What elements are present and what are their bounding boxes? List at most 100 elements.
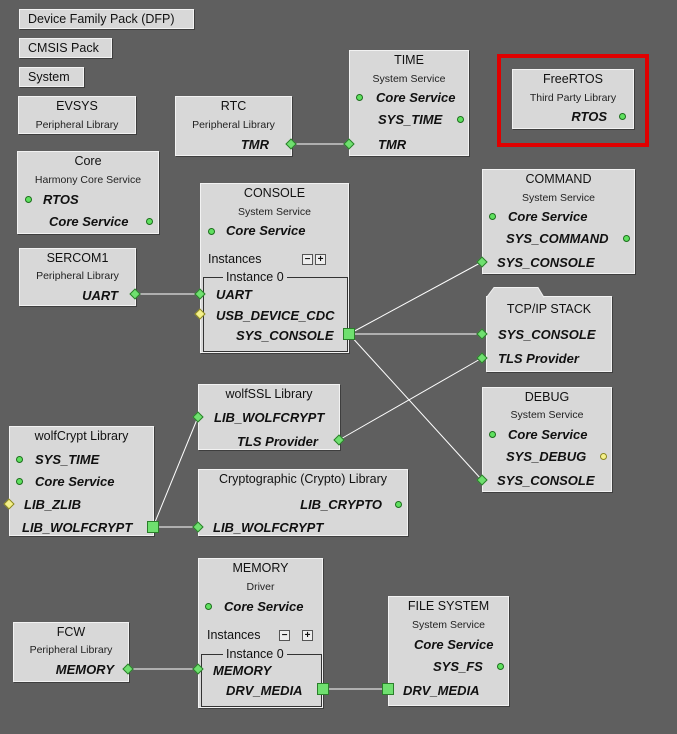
freertos-node[interactable]: FreeRTOS Third Party Library RTOS [512, 69, 634, 129]
node-title: wolfSSL Library [225, 387, 313, 401]
tcpip-stack-node[interactable]: TCP/IP STACK SYS_CONSOLE TLS Provider [486, 296, 612, 372]
node-title: DEBUG [524, 390, 570, 404]
rtos-dot-icon[interactable] [25, 196, 32, 203]
sys-fs-port: SYS_FS [433, 659, 483, 674]
core-service-port: Core Service [376, 90, 456, 105]
node-title: FILE SYSTEM [407, 599, 490, 613]
node-subtitle: Peripheral Library [29, 644, 113, 656]
node-subtitle: Third Party Library [529, 92, 617, 104]
rtos-port: RTOS [571, 109, 607, 124]
node-subtitle: Peripheral Library [36, 270, 119, 282]
lib-wolfcrypt-port: LIB_WOLFCRYPT [22, 520, 133, 535]
node-title: wolfCrypt Library [34, 429, 129, 443]
folder-tab-icon [486, 287, 545, 298]
memory-node[interactable]: MEMORY Driver Core Service Instances − +… [198, 558, 323, 708]
console-node[interactable]: CONSOLE System Service Core Service Inst… [200, 183, 349, 353]
node-title: Cryptographic (Crypto) Library [218, 472, 388, 486]
tmr-port: TMR [378, 137, 407, 152]
cmsis-pack-button[interactable]: CMSIS Pack [19, 38, 112, 58]
core-service-port: Core Service [49, 214, 129, 229]
wolfcrypt-lib-wolfcrypt-connector[interactable] [147, 521, 159, 533]
sys-fs-dot-icon[interactable] [497, 663, 504, 670]
remove-instance-button[interactable]: − [302, 254, 313, 265]
sys-command-port: SYS_COMMAND [506, 231, 609, 246]
node-subtitle: System Service [238, 206, 311, 218]
core-service-port: Core Service [414, 637, 494, 652]
core-service-dot-icon[interactable] [208, 228, 215, 235]
sys-debug-dot-icon[interactable] [600, 453, 607, 460]
dfp-button[interactable]: Device Family Pack (DFP) [19, 9, 194, 29]
node-subtitle: System Service [510, 409, 584, 421]
lib-wolfcrypt-port: LIB_WOLFCRYPT [213, 520, 324, 535]
console-sys-console-connector[interactable] [343, 328, 355, 340]
node-subtitle: System Service [372, 73, 446, 85]
sys-command-dot-icon[interactable] [623, 235, 630, 242]
core-service-dot-icon[interactable] [146, 218, 153, 225]
crypto-node[interactable]: Cryptographic (Crypto) Library LIB_CRYPT… [198, 469, 408, 536]
memory-port: MEMORY [55, 662, 114, 677]
core-service-port: Core Service [226, 223, 306, 238]
node-title: Core [74, 154, 102, 168]
core-service-port: Core Service [224, 599, 304, 614]
core-service-dot-icon[interactable] [489, 213, 496, 220]
sys-console-port: SYS_CONSOLE [497, 473, 595, 488]
sys-console-port: SYS_CONSOLE [236, 328, 334, 343]
node-title: MEMORY [232, 561, 289, 575]
memory-port: MEMORY [213, 663, 272, 678]
add-instance-button[interactable]: + [302, 630, 313, 641]
node-title: SERCOM1 [46, 251, 109, 265]
core-service-dot-icon[interactable] [489, 431, 496, 438]
sercom1-node[interactable]: SERCOM1 Peripheral Library UART [19, 248, 136, 306]
drv-media-port: DRV_MEDIA [226, 683, 303, 698]
wolfcrypt-node[interactable]: wolfCrypt Library SYS_TIME Core Service … [9, 426, 154, 536]
lib-zlib-port: LIB_ZLIB [24, 497, 82, 512]
instance-0-label: Instance 0 [223, 647, 287, 661]
sys-time-port: SYS_TIME [378, 112, 443, 127]
system-button[interactable]: System [19, 67, 84, 87]
tmr-port: TMR [240, 137, 269, 152]
lib-crypto-dot-icon[interactable] [395, 501, 402, 508]
sys-time-port: SYS_TIME [35, 452, 100, 467]
highlight-frame [497, 54, 649, 147]
command-node[interactable]: COMMAND System Service Core Service SYS_… [482, 169, 635, 274]
core-service-port: Core Service [508, 209, 588, 224]
node-subtitle: Peripheral Library [192, 119, 275, 131]
debug-node[interactable]: DEBUG System Service Core Service SYS_DE… [482, 387, 612, 492]
rtc-node[interactable]: RTC Peripheral Library TMR [175, 96, 292, 156]
file-system-drv-media-connector[interactable] [382, 683, 394, 695]
core-service-dot-icon[interactable] [356, 94, 363, 101]
node-title: RTC [220, 99, 247, 113]
tls-provider-port: TLS Provider [237, 434, 318, 449]
core-service-dot-icon[interactable] [16, 478, 23, 485]
rtos-dot-icon[interactable] [619, 113, 626, 120]
add-instance-button[interactable]: + [315, 254, 326, 265]
uart-port: UART [82, 288, 118, 303]
core-service-port: Core Service [508, 427, 588, 442]
node-subtitle: Driver [246, 581, 275, 593]
node-subtitle: Peripheral Library [35, 119, 119, 131]
memory-drv-media-connector[interactable] [317, 683, 329, 695]
lib-wolfcrypt-port: LIB_WOLFCRYPT [214, 410, 325, 425]
core-service-dot-icon[interactable] [205, 603, 212, 610]
lib-crypto-port: LIB_CRYPTO [300, 497, 382, 512]
tls-provider-port: TLS Provider [498, 351, 579, 366]
file-system-node[interactable]: FILE SYSTEM System Service Core Service … [388, 596, 509, 706]
instances-label: Instances [207, 628, 261, 642]
core-node[interactable]: Core Harmony Core Service RTOS Core Serv… [17, 151, 159, 234]
sys-time-dot-icon[interactable] [457, 116, 464, 123]
sys-debug-port: SYS_DEBUG [506, 449, 587, 464]
rtos-port: RTOS [43, 192, 79, 207]
uart-port: UART [216, 287, 252, 302]
evsys-node[interactable]: EVSYS Peripheral Library [18, 96, 136, 134]
sys-time-dot-icon[interactable] [16, 456, 23, 463]
time-node[interactable]: TIME System Service Core Service SYS_TIM… [349, 50, 469, 156]
usb-device-cdc-port: USB_DEVICE_CDC [216, 308, 335, 323]
node-title: CONSOLE [243, 186, 306, 200]
drv-media-port: DRV_MEDIA [403, 683, 480, 698]
fcw-node[interactable]: FCW Peripheral Library MEMORY [13, 622, 129, 682]
sys-console-port: SYS_CONSOLE [497, 255, 595, 270]
node-title: EVSYS [56, 99, 98, 113]
remove-instance-button[interactable]: − [279, 630, 290, 641]
wolfssl-node[interactable]: wolfSSL Library LIB_WOLFCRYPT TLS Provid… [198, 384, 340, 450]
